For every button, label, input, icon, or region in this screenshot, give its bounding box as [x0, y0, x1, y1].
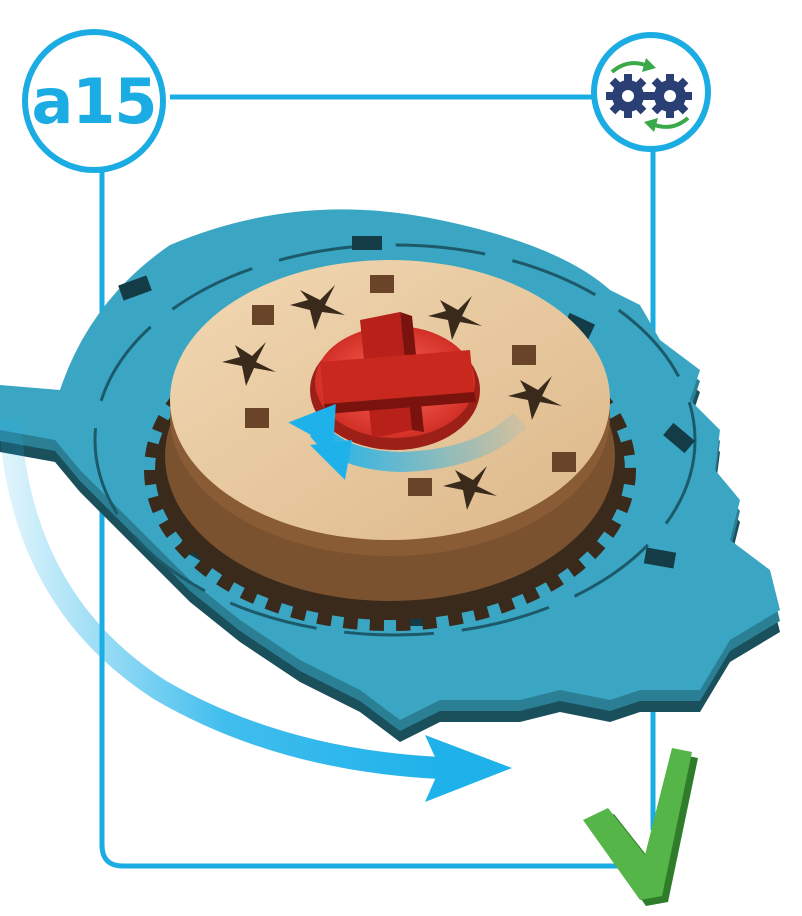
gears-rotate-icon: [594, 35, 708, 149]
checkmark-icon: [583, 748, 698, 906]
step-badge: [25, 32, 163, 170]
